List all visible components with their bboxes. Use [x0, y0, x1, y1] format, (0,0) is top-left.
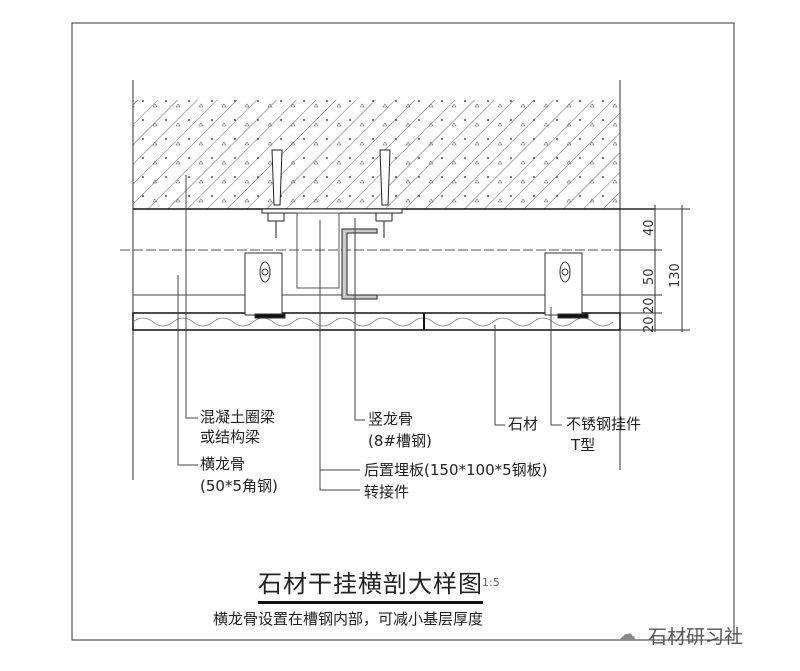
- dim-20a: 20: [642, 297, 657, 314]
- label-horizontal-keel-2: (50*5角钢): [200, 477, 278, 495]
- wechat-icon: ☁: [618, 624, 636, 645]
- dim-20b: 20: [642, 316, 657, 333]
- label-hanger-1: 不锈钢挂件: [566, 415, 642, 433]
- label-vertical-keel-1: 竖龙骨: [368, 410, 414, 428]
- label-concrete-1: 混凝土圈梁: [200, 408, 276, 426]
- channel-steel: [341, 228, 378, 300]
- drawing-subtitle: 横龙骨设置在槽钢内部，可减小基层厚度: [213, 610, 484, 628]
- label-embedded-plate: 后置埋板(150*100*5钢板): [364, 461, 548, 479]
- label-concrete-2: 或结构梁: [200, 428, 261, 446]
- dim-40: 40: [642, 219, 657, 236]
- hanger-right: [544, 252, 589, 319]
- label-stone: 石材: [508, 415, 539, 433]
- stone-panel: [132, 312, 621, 331]
- watermark: 石材研习社: [648, 626, 744, 648]
- label-hanger-2: T型: [571, 436, 596, 454]
- dim-50: 50: [642, 268, 657, 285]
- drawing-title: 石材干挂横剖大样图: [258, 564, 483, 604]
- dimension-lines: [620, 205, 690, 332]
- dim-130: 130: [668, 263, 683, 288]
- drawing-scale: 1:5: [482, 576, 500, 589]
- leader-lines: [177, 175, 562, 491]
- embedded-plate: [261, 208, 403, 214]
- hanger-left: [244, 252, 286, 319]
- label-adapter: 转接件: [364, 483, 410, 501]
- label-vertical-keel-2: (8#槽钢): [368, 432, 432, 450]
- drawing-frame: [71, 22, 735, 641]
- label-horizontal-keel-1: 横龙骨: [200, 455, 246, 473]
- concrete-beam: [133, 100, 655, 210]
- adapter-plate: [296, 212, 340, 289]
